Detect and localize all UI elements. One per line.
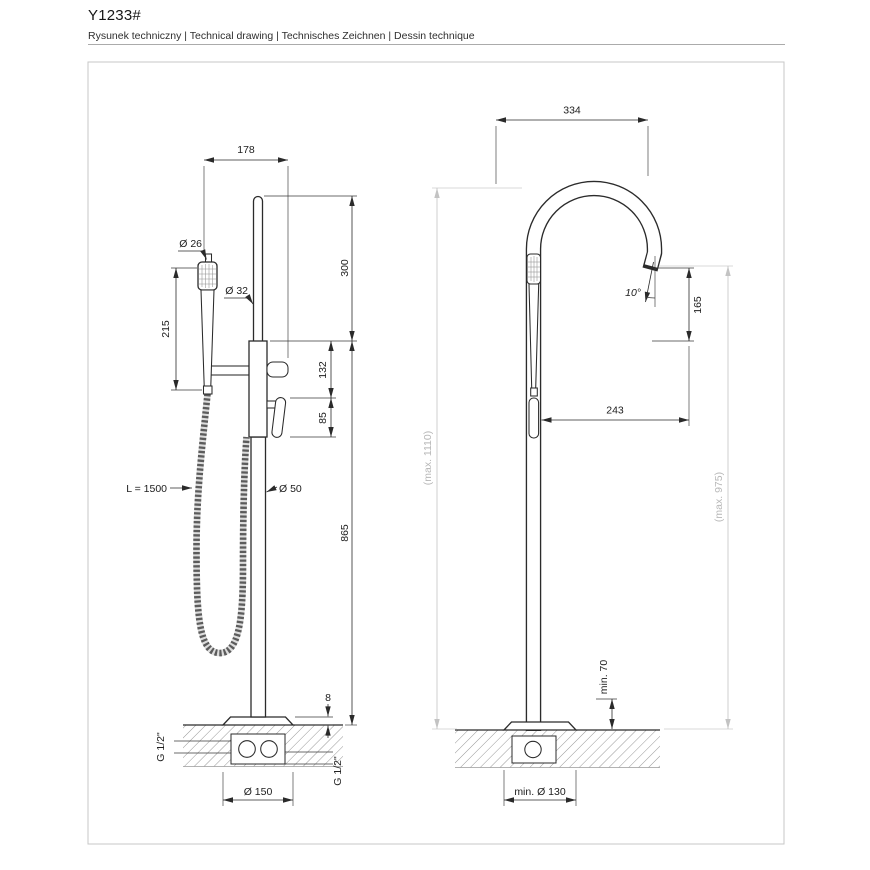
drawing-subtitle: Rysunek techniczny | Technical drawing |…	[88, 30, 475, 42]
side-view: 334 10° 165 243	[422, 105, 733, 806]
dim-label-d26: Ø 26	[179, 238, 202, 250]
front-handset-holder-arm	[210, 365, 250, 376]
front-hand-shower	[197, 253, 218, 395]
dim-label-min-d130: min. Ø 130	[514, 786, 566, 798]
dim-label-215: 215	[160, 320, 172, 338]
dim-front-plate-thickness-8: 8	[295, 692, 333, 738]
side-floor-section	[455, 729, 660, 768]
side-handset-spray-face	[528, 256, 540, 282]
side-fixture	[502, 180, 663, 731]
front-shower-hose	[193, 393, 250, 657]
dim-front-inlet-left: G 1/2"	[155, 732, 231, 762]
dim-front-column-diameter: Ø 50	[266, 483, 302, 495]
front-inlet-left-port	[238, 740, 256, 758]
dim-label-334: 334	[563, 105, 581, 117]
dim-side-outlet-drop-165: 165	[652, 267, 704, 342]
dim-front-base-diameter-150: Ø 150	[222, 772, 294, 806]
dim-label-85: 85	[317, 412, 329, 424]
dim-label-hose: L = 1500	[126, 483, 167, 495]
front-inlet-right-port	[260, 740, 278, 758]
dim-side-min-base-130: min. Ø 130	[503, 770, 577, 806]
front-handset-spray-face	[199, 264, 216, 288]
front-view: 178 Ø 26 Ø 32 215	[126, 144, 357, 806]
dim-label-8: 8	[325, 692, 331, 704]
dim-front-inlet-right: G 1/2"	[285, 751, 344, 786]
side-dimensions: 334 10° 165 243	[422, 105, 733, 806]
side-gooseneck-pipe-fill	[527, 182, 661, 730]
side-gooseneck-pipe-outline	[525, 180, 663, 731]
product-code: Y1233#	[88, 7, 141, 24]
front-handset-nut	[202, 385, 213, 395]
front-column	[250, 436, 267, 718]
front-base-plate	[221, 716, 295, 726]
dim-side-max-height-1110: (max. 1110)	[422, 187, 522, 730]
side-handset-nut	[530, 387, 538, 397]
dim-label-g12-right: G 1/2"	[332, 756, 344, 786]
dim-front-handset-diameter: Ø 26	[178, 238, 207, 260]
dim-label-g12-left: G 1/2"	[155, 732, 167, 762]
dim-front-riser-diameter: Ø 32	[224, 285, 254, 305]
dim-label-178: 178	[237, 144, 255, 156]
header-divider	[88, 44, 785, 45]
front-floor-section	[183, 724, 343, 767]
dim-label-10deg: 10°	[625, 287, 641, 299]
dim-front-body-132-85: 132 85	[290, 341, 336, 438]
side-hand-shower	[526, 253, 542, 397]
dim-side-depth-334: 334	[495, 105, 649, 184]
dim-label-132: 132	[317, 361, 329, 379]
dim-label-d32: Ø 32	[225, 285, 248, 297]
front-riser-pipe	[252, 195, 264, 365]
side-inlet-port	[524, 740, 542, 759]
dim-label-max1110: (max. 1110)	[422, 431, 434, 485]
dim-label-max975: (max. 975)	[713, 472, 725, 522]
drawing-header: Y1233# Rysunek techniczny | Technical dr…	[88, 7, 475, 42]
dim-side-spout-angle: 10°	[625, 256, 656, 307]
front-mixer-body	[248, 340, 268, 438]
side-lever-handle	[528, 397, 540, 439]
dim-side-max-height-975: (max. 975)	[659, 265, 733, 730]
dim-label-300: 300	[339, 259, 351, 277]
front-lever-handle	[271, 397, 287, 438]
dim-front-hose-length: L = 1500	[126, 483, 192, 495]
dim-label-243: 243	[606, 405, 624, 417]
dim-label-d150: Ø 150	[244, 786, 273, 798]
dim-side-min-clearance-70: min. 70	[596, 660, 617, 729]
dim-label-865: 865	[339, 524, 351, 542]
dim-front-width-178: 178	[203, 144, 289, 358]
dim-front-heights-300-865: 300 865	[264, 195, 357, 726]
dim-front-handset-length-215: 215	[160, 267, 202, 391]
front-fixture	[193, 195, 295, 726]
side-base-plate	[502, 721, 578, 731]
dim-label-min70: min. 70	[598, 660, 610, 695]
front-spout	[266, 361, 289, 378]
dim-label-d50: Ø 50	[279, 483, 302, 495]
dim-label-165: 165	[692, 296, 704, 314]
drawing-frame	[87, 61, 785, 845]
dim-side-reach-243: 243	[541, 346, 690, 426]
front-dimensions: 178 Ø 26 Ø 32 215	[126, 144, 357, 806]
front-handset-head	[197, 261, 218, 291]
